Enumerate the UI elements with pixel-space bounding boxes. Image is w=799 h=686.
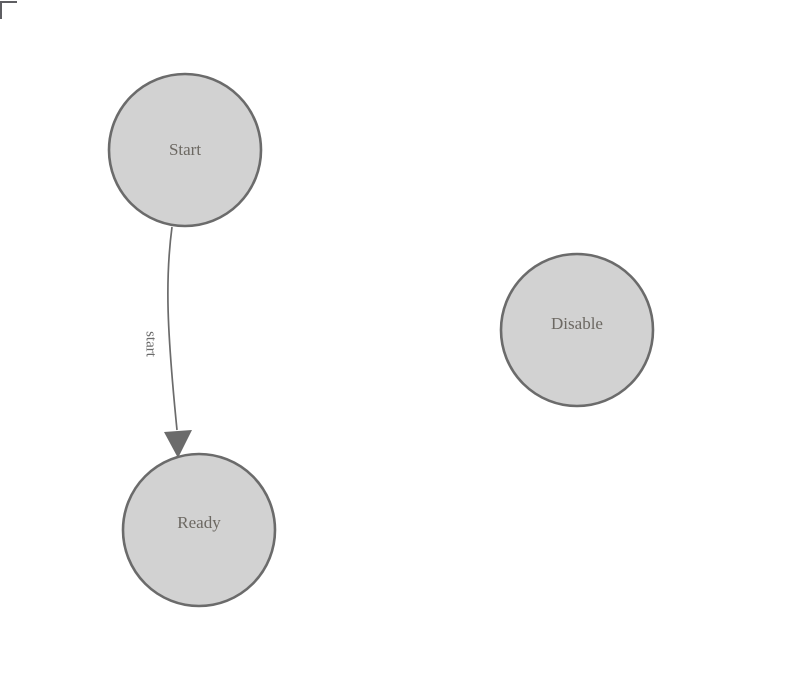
arrowhead-icon [164,430,192,458]
node-start-circle [107,72,263,228]
edge-label-start: start [143,331,159,358]
edge-line [167,226,178,431]
node-disable[interactable]: Disable [499,252,655,408]
node-start[interactable]: Start [107,72,263,228]
crop-corner-bracket-icon [0,1,17,19]
node-ready-circle [121,452,277,608]
node-start-label: Start [169,140,201,159]
edge-start-to-ready[interactable]: start [143,226,192,458]
node-disable-label: Disable [551,314,603,333]
node-ready[interactable]: Ready [121,452,277,608]
node-disable-circle [499,252,655,408]
node-ready-label: Ready [177,513,221,532]
